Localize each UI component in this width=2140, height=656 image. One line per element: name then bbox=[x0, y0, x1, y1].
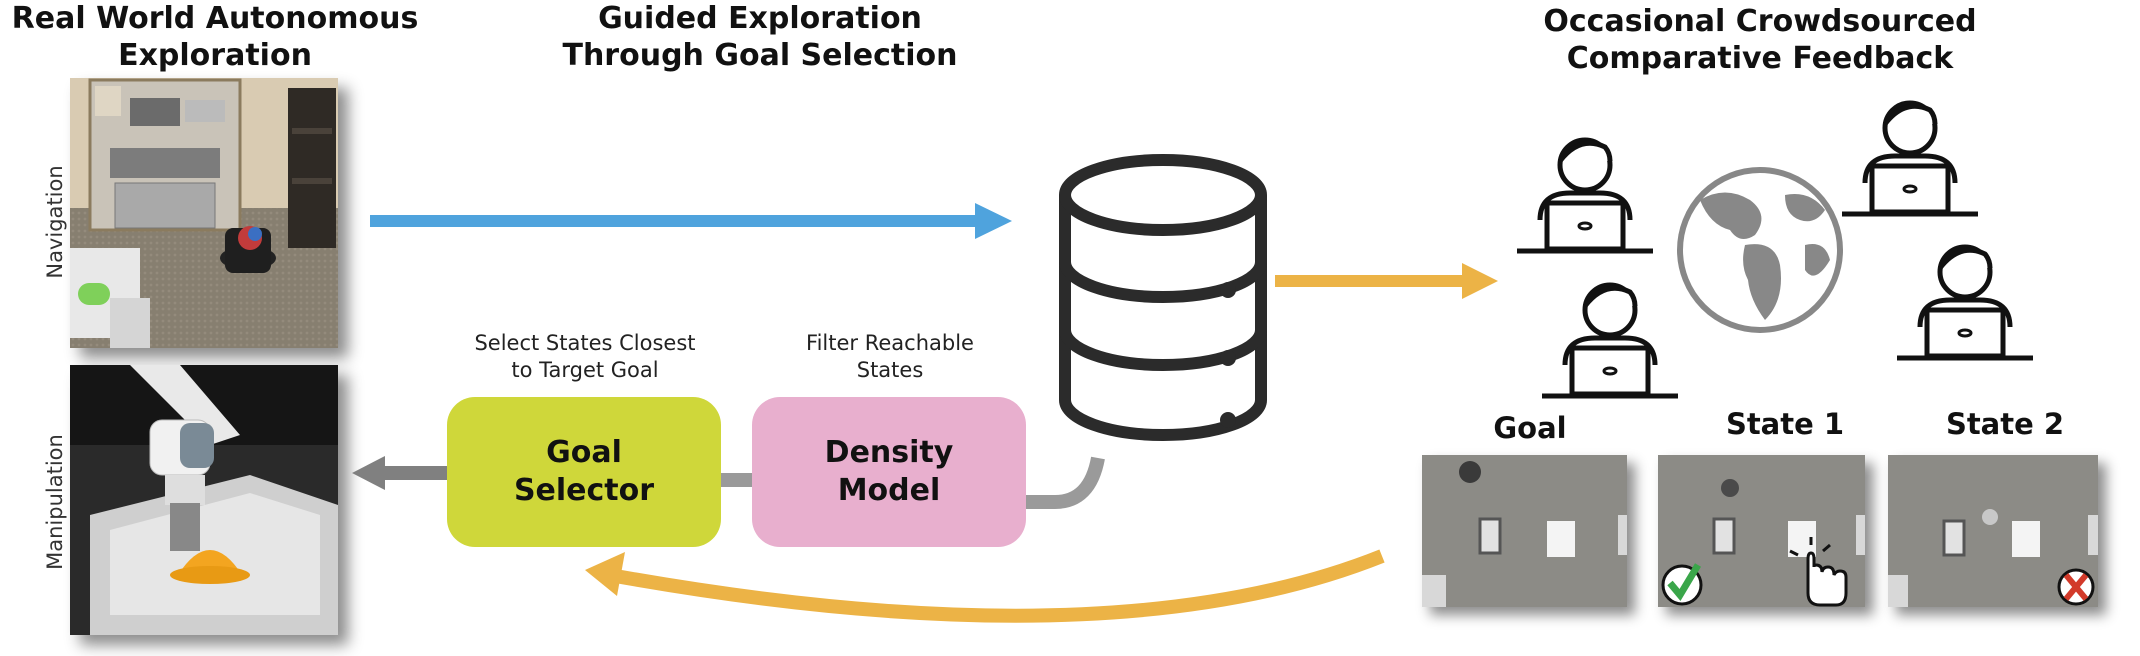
globe-icon bbox=[1677, 167, 1843, 333]
gray-arrow-selector-to-robot bbox=[352, 456, 447, 490]
heading-middle-line2: Through Goal Selection bbox=[562, 38, 958, 73]
thumbnail-title-state2: State 2 bbox=[1945, 407, 2065, 441]
heading-right-line2: Comparative Feedback bbox=[1566, 41, 1954, 76]
density-model-line1: Density bbox=[824, 435, 954, 470]
connector-database-to-density bbox=[1025, 456, 1105, 509]
state2-thumbnail bbox=[1888, 455, 2098, 607]
heading-middle-line1: Guided Exploration bbox=[598, 1, 922, 36]
blue-arrow-exploration-to-database bbox=[370, 203, 1012, 239]
state2-scene-illustration bbox=[1888, 455, 2098, 607]
state1-thumbnail bbox=[1658, 455, 1865, 607]
person-laptop-icon bbox=[1517, 140, 1653, 251]
orange-arrow-feedback-to-goal-selector bbox=[585, 549, 1385, 623]
caption-density-model-line1: Filter Reachable bbox=[806, 331, 974, 355]
navigation-scene-illustration bbox=[70, 78, 338, 348]
manipulation-photo bbox=[70, 365, 338, 635]
caption-goal-selector-line2: to Target Goal bbox=[511, 358, 659, 382]
thumbnail-title-state1: State 1 bbox=[1725, 407, 1845, 441]
navigation-photo bbox=[70, 78, 338, 348]
heading-right-line1: Occasional Crowdsourced bbox=[1543, 4, 1977, 39]
density-model-line2: Model bbox=[837, 473, 941, 508]
caption-density-model: Filter Reachable States bbox=[760, 330, 1020, 384]
caption-goal-selector-line1: Select States Closest bbox=[474, 331, 696, 355]
state1-scene-illustration bbox=[1658, 455, 1865, 607]
person-laptop-icon bbox=[1842, 103, 1978, 214]
thumbnail-title-goal: Goal bbox=[1493, 411, 1567, 445]
caption-goal-selector: Select States Closest to Target Goal bbox=[440, 330, 730, 384]
heading-left-line1: Real World Autonomous bbox=[11, 1, 419, 36]
person-laptop-icon bbox=[1542, 285, 1678, 396]
goal-selector-line1: Goal bbox=[546, 435, 622, 470]
caption-density-model-line2: States bbox=[856, 358, 924, 382]
manipulation-scene-illustration bbox=[70, 365, 338, 635]
person-laptop-icon bbox=[1897, 247, 2033, 358]
goal-thumbnail bbox=[1422, 455, 1627, 607]
heading-right: Occasional Crowdsourced Comparative Feed… bbox=[1500, 3, 2020, 77]
pointer-hand-icon bbox=[1789, 537, 1848, 607]
heading-left-line2: Exploration bbox=[118, 38, 312, 73]
cross-icon bbox=[2057, 568, 2095, 606]
goal-selector-box: Goal Selector bbox=[447, 397, 721, 547]
density-model-box: Density Model bbox=[752, 397, 1026, 547]
checkmark-icon bbox=[1661, 563, 1703, 606]
heading-left: Real World Autonomous Exploration bbox=[0, 0, 430, 74]
heading-middle: Guided Exploration Through Goal Selectio… bbox=[540, 0, 980, 74]
goal-scene-illustration bbox=[1422, 455, 1627, 607]
goal-selector-line2: Selector bbox=[513, 473, 655, 508]
orange-arrow-database-to-feedback bbox=[1275, 263, 1498, 299]
